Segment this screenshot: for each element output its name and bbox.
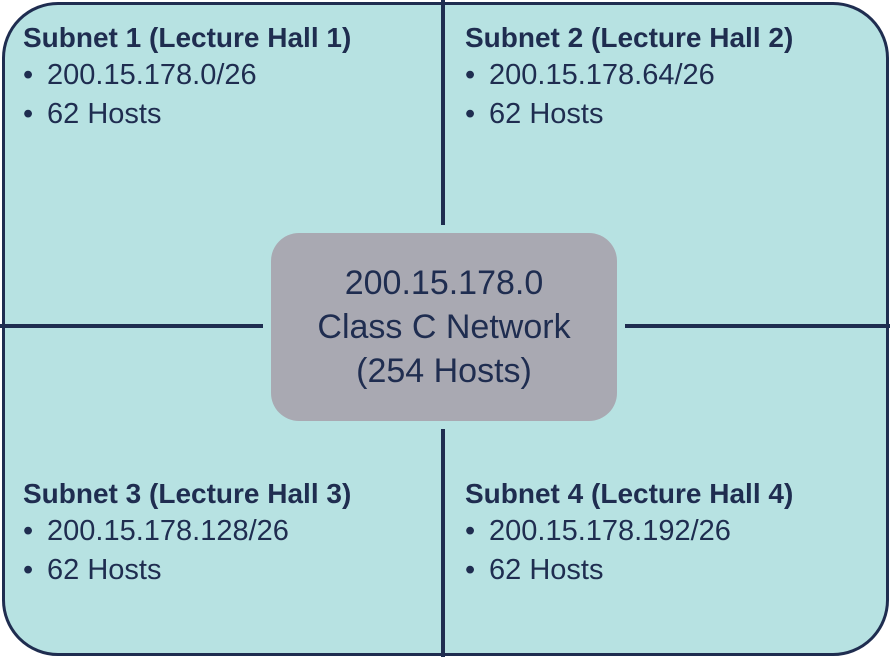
subnet-title: Subnet 1 (Lecture Hall 1) [23,22,352,53]
subnet-address: •200.15.178.64/26 [465,56,885,95]
subnet-3-panel: Subnet 3 (Lecture Hall 3) •200.15.178.12… [23,476,443,590]
subnet-hosts: •62 Hosts [23,95,443,134]
subnet-address: •200.15.178.192/26 [465,512,885,551]
bullet-icon: • [465,98,476,130]
bullet-icon: • [23,554,34,586]
subnet-title: Subnet 2 (Lecture Hall 2) [465,22,794,53]
subnet-2-panel: Subnet 2 (Lecture Hall 2) •200.15.178.64… [465,20,885,134]
bullet-icon: • [465,515,476,547]
subnet-4-panel: Subnet 4 (Lecture Hall 4) •200.15.178.19… [465,476,885,590]
subnet-hosts: •62 Hosts [23,551,443,590]
bullet-icon: • [465,59,476,91]
bullet-icon: • [465,554,476,586]
network-host-count: (254 Hosts) [356,352,532,390]
subnet-address: •200.15.178.128/26 [23,512,443,551]
network-center-box: 200.15.178.0 Class C Network (254 Hosts) [271,233,617,421]
network-address: 200.15.178.0 [344,264,544,302]
subnet-hosts: •62 Hosts [465,95,885,134]
bullet-icon: • [23,59,34,91]
subnet-title: Subnet 3 (Lecture Hall 3) [23,478,352,509]
subnet-hosts: •62 Hosts [465,551,885,590]
bullet-icon: • [23,515,34,547]
subnet-1-panel: Subnet 1 (Lecture Hall 1) •200.15.178.0/… [23,20,443,134]
network-class: Class C Network [317,308,571,346]
subnet-address: •200.15.178.0/26 [23,56,443,95]
subnet-title: Subnet 4 (Lecture Hall 4) [465,478,794,509]
bullet-icon: • [23,98,34,130]
